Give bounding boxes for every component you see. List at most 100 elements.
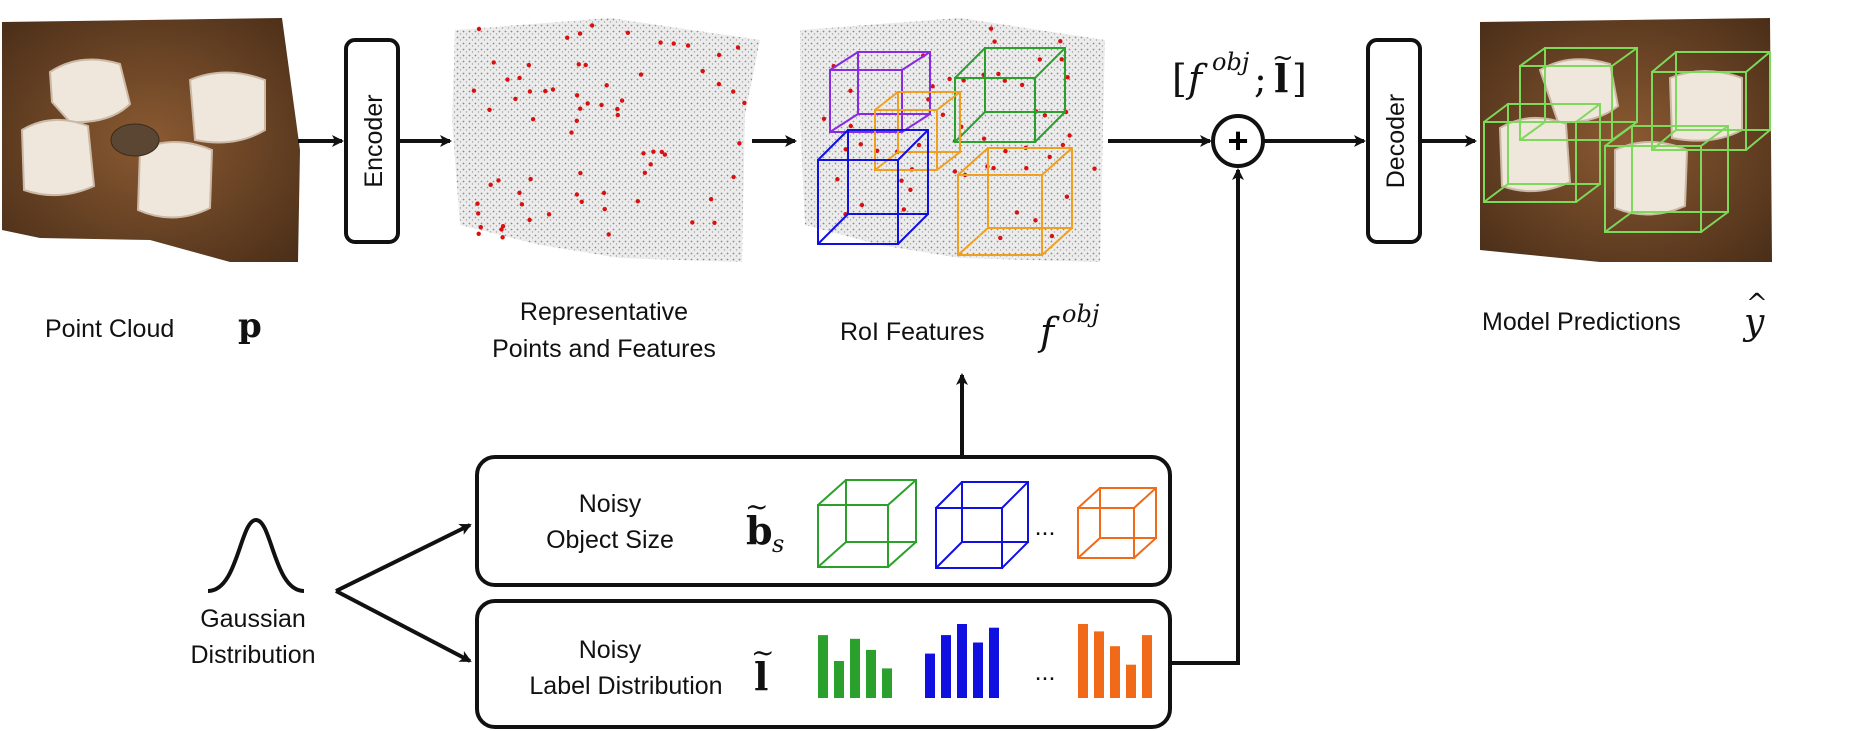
red-point [491,60,496,65]
red-point [604,83,609,88]
predictions-symbol: y [1742,302,1765,343]
noisy-label-ellipsis: ... [1035,658,1056,686]
noisy-label-symbol: l [754,654,768,699]
red-point [543,88,548,94]
red-point [1064,194,1070,199]
green-label-histogram [818,635,892,698]
red-point [992,39,997,44]
red-point [1033,218,1038,223]
gaussian-curve-icon [207,517,305,593]
red-point [648,162,653,167]
concat-f: f [1185,57,1208,101]
red-point [576,62,581,67]
roi-label: RoI Features [840,318,985,346]
red-point [1059,57,1064,62]
histogram-bar [1110,646,1120,698]
red-point [916,142,922,148]
red-point [578,170,583,176]
red-point [638,72,644,77]
red-point [947,76,952,82]
red-point [908,187,913,192]
red-point [737,141,742,146]
concat-formula: [ f obj ; l ~ ] [1172,43,1307,101]
red-point [517,75,522,81]
red-point [731,174,736,180]
histogram-bar [818,635,828,698]
noisy-size-sub: s [772,530,784,558]
point-cloud-label: Point Cloud [45,315,174,343]
red-point [685,43,691,48]
red-point [478,225,483,230]
model-predictions-image [1480,18,1772,262]
red-point [940,112,946,118]
red-point [619,98,625,103]
concat-plus-node [1211,114,1265,168]
red-point [513,96,518,102]
red-point [579,199,584,204]
red-point [712,220,717,225]
red-point [731,89,736,94]
red-point [981,136,987,141]
red-point [996,71,1001,77]
red-point [526,62,532,68]
red-point [961,78,966,83]
red-point [1042,113,1048,118]
red-point [1058,39,1063,44]
red-point [735,45,741,50]
green-size-cube-icon [817,479,917,568]
red-point [578,106,583,111]
red-point [574,192,580,197]
red-point [1065,75,1070,80]
red-point [500,235,505,240]
representative-label-line1: Representative [520,298,688,326]
concat-sup: obj [1212,48,1250,76]
histogram-bar [957,624,967,698]
red-point [651,149,656,154]
noisy-object-size-panel [475,455,1172,587]
red-point [496,178,501,183]
red-point [716,81,722,87]
noisy-size-line2: Object Size [546,526,674,554]
predictions-hat: ^ [1746,289,1768,319]
red-point [848,88,853,94]
red-point [1049,233,1055,239]
green-roi-box [954,47,1066,143]
red-point [565,35,570,40]
red-point [708,197,714,202]
red-point [671,41,676,46]
encoder-label: Encoder [360,94,388,187]
roi-symbol: f [1037,310,1060,354]
histogram-bar [1078,624,1088,698]
histogram-bar [866,649,876,698]
red-point [1014,210,1020,215]
blue-size-cube-icon [935,481,1029,569]
red-point [517,190,522,195]
decoder-label: Decoder [1382,94,1410,189]
red-point [505,77,510,82]
red-point [835,177,840,182]
noisy-size-line1: Noisy [579,490,642,518]
noisy-size-ellipsis: ... [1035,513,1056,541]
red-point [1060,142,1066,148]
histogram-bar [834,661,844,698]
red-point [546,212,552,217]
red-point [615,106,620,112]
histogram-bar [973,642,983,698]
gaussian-label-line2: Distribution [190,641,315,669]
top-arrows [298,135,1477,665]
red-point [601,190,607,196]
red-point [700,68,705,74]
roi-superscript: obj [1062,300,1100,328]
histogram-bar [850,638,860,698]
noisy-size-symbol: b [746,508,773,553]
red-point [716,52,722,58]
red-point [998,235,1003,241]
histogram-bar [941,635,951,698]
gaussian-label-line1: Gaussian [200,605,306,633]
histogram-bar [989,627,999,698]
red-point [625,30,631,35]
histogram-bar [882,668,892,698]
red-point [930,84,935,89]
orange-label-histogram [1078,624,1152,698]
